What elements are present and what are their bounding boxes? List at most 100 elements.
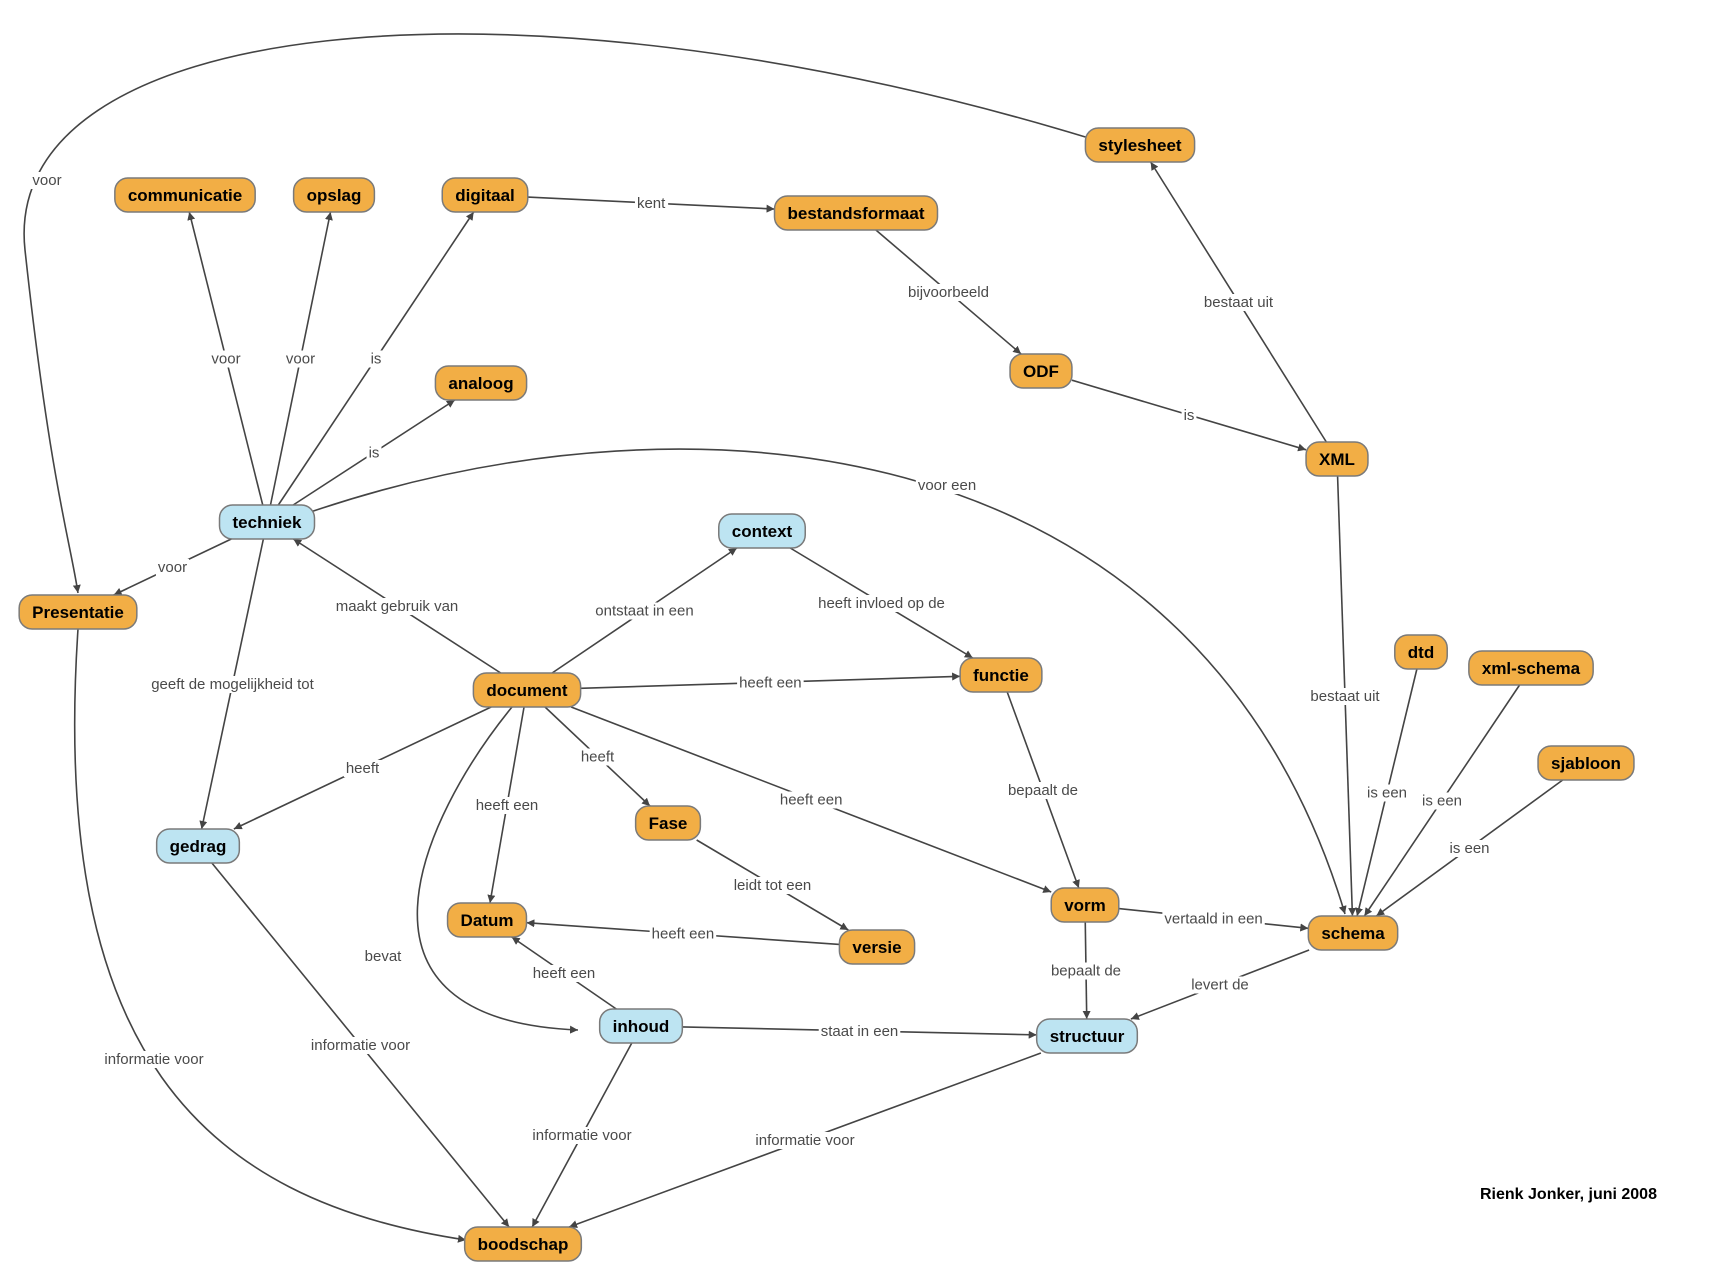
edge-label: voor	[211, 351, 240, 368]
edge-label-background	[593, 602, 696, 620]
concept-node-document[interactable]: document	[472, 672, 582, 708]
edge-stylesheet-to-presentatie	[23, 33, 1086, 594]
edge-label-background	[333, 598, 461, 615]
concept-node-box	[1394, 634, 1448, 670]
edge-label: voor	[32, 172, 61, 189]
concept-node-techniek[interactable]: techniek	[218, 504, 316, 540]
edge-label: bestaat uit	[1204, 294, 1274, 311]
concept-node-box	[18, 594, 138, 630]
concept-node-functie[interactable]: functie	[959, 657, 1043, 693]
edge-label-background	[1181, 407, 1197, 424]
concept-node-box	[718, 513, 806, 549]
concept-node-label: Presentatie	[32, 603, 124, 622]
edge-label-background	[155, 559, 190, 576]
edge-label-background	[368, 350, 384, 368]
concept-node-odf[interactable]: ODF	[1009, 353, 1073, 389]
concept-node-label: versie	[852, 938, 901, 957]
concept-node-fase[interactable]: Fase	[634, 805, 702, 841]
edge-techniek-to-schema	[310, 448, 1347, 915]
edge-label: levert de	[1191, 977, 1249, 994]
edge-label-background	[343, 760, 383, 777]
concept-node-label: Datum	[461, 911, 514, 930]
concept-node-box	[463, 1226, 583, 1262]
concept-node-bestandsformaat[interactable]: bestandsformaat	[773, 195, 939, 231]
author-credit: Rienk Jonker, juni 2008	[1480, 1186, 1657, 1203]
concept-node-label: stylesheet	[1098, 136, 1181, 155]
edge-label-background	[530, 1127, 634, 1144]
nodes-layer: stylesheet communicatie opslag digitaal best…	[18, 127, 1635, 1262]
concept-node-label: sjabloon	[1551, 754, 1621, 773]
concept-node-label: analoog	[448, 374, 513, 393]
edge-label: staat in een	[821, 1023, 899, 1040]
concept-node-structuur[interactable]: structuur	[1035, 1018, 1139, 1054]
edge-label-background	[530, 965, 598, 982]
concept-node-opslag[interactable]: opslag	[292, 177, 376, 213]
concept-node-datum[interactable]: Datum	[446, 902, 528, 938]
edge-label: maakt gebruik van	[336, 598, 459, 615]
concept-node-schema[interactable]: schema	[1307, 915, 1399, 951]
concept-node-box	[959, 657, 1043, 693]
edge-label-background	[1162, 910, 1265, 928]
concept-node-label: xml-schema	[1482, 659, 1581, 678]
concept-node-gedrag[interactable]: gedrag	[155, 828, 241, 864]
concept-node-label: opslag	[307, 186, 362, 205]
concept-node-communicatie[interactable]: communicatie	[114, 177, 256, 213]
concept-node-dtd[interactable]: dtd	[1394, 634, 1448, 670]
edge-label: heeft een	[780, 791, 843, 808]
concept-node-inhoud[interactable]: inhoud	[598, 1008, 684, 1044]
concept-node-box	[472, 672, 582, 708]
concept-node-stylesheet[interactable]: stylesheet	[1084, 127, 1196, 163]
edge-presentatie-to-boodschap	[73, 628, 467, 1243]
edge-label-background	[308, 1037, 413, 1054]
edge-label-background	[30, 172, 64, 189]
edge-label-background	[209, 350, 243, 368]
edge-label: bepaalt de	[1008, 782, 1078, 799]
edge-label-background	[777, 791, 845, 809]
concept-node-box	[218, 504, 316, 540]
concept-node-versie[interactable]: versie	[838, 929, 916, 965]
concept-node-box	[1050, 887, 1120, 923]
concept-node-xml[interactable]: XML	[1305, 441, 1369, 477]
concept-node-analoog[interactable]: analoog	[434, 365, 528, 401]
edge-label-background	[1308, 688, 1383, 705]
concept-node-label: structuur	[1050, 1027, 1125, 1046]
concept-node-xml-schema[interactable]: xml-schema	[1468, 650, 1594, 686]
edge-label-background	[737, 674, 804, 692]
concept-node-label: Fase	[649, 814, 688, 833]
concept-node-boodschap[interactable]: boodschap	[463, 1226, 583, 1262]
concept-node-box	[1009, 353, 1073, 389]
edge-label: is een	[1422, 793, 1462, 810]
concept-node-sjabloon[interactable]: sjabloon	[1537, 745, 1635, 781]
edge-label: kent	[637, 195, 666, 212]
edge-label: voor	[158, 559, 187, 576]
edge-label-background	[906, 284, 991, 301]
edge-label-background	[1419, 792, 1465, 810]
edge-label: bevat	[365, 948, 403, 965]
concept-node-box	[838, 929, 916, 965]
concept-node-label: XML	[1319, 450, 1355, 469]
edge-label: vertaald in een	[1164, 910, 1262, 927]
concept-node-label: document	[486, 681, 568, 700]
edge-label: bepaalt de	[1051, 963, 1121, 980]
concept-node-box	[598, 1008, 684, 1044]
concept-node-label: gedrag	[170, 837, 227, 856]
concept-node-vorm[interactable]: vorm	[1050, 887, 1120, 923]
concept-node-digitaal[interactable]: digitaal	[441, 177, 529, 213]
concept-node-box	[441, 177, 529, 213]
concept-node-box	[634, 805, 702, 841]
concept-node-label: context	[732, 522, 793, 541]
edge-label: informatie voor	[104, 1051, 203, 1068]
edge-label: heeft een	[533, 965, 596, 982]
concept-node-label: vorm	[1064, 896, 1106, 915]
concept-node-box	[773, 195, 939, 231]
edge-label-background	[283, 350, 318, 368]
edge-label-background	[915, 477, 979, 494]
concept-node-presentatie[interactable]: Presentatie	[18, 594, 138, 630]
concept-node-context[interactable]: context	[718, 513, 806, 549]
edge-label: informatie voor	[311, 1037, 410, 1054]
concept-node-box	[1035, 1018, 1139, 1054]
edge-label-background	[1048, 962, 1124, 980]
concept-node-box	[1468, 650, 1594, 686]
